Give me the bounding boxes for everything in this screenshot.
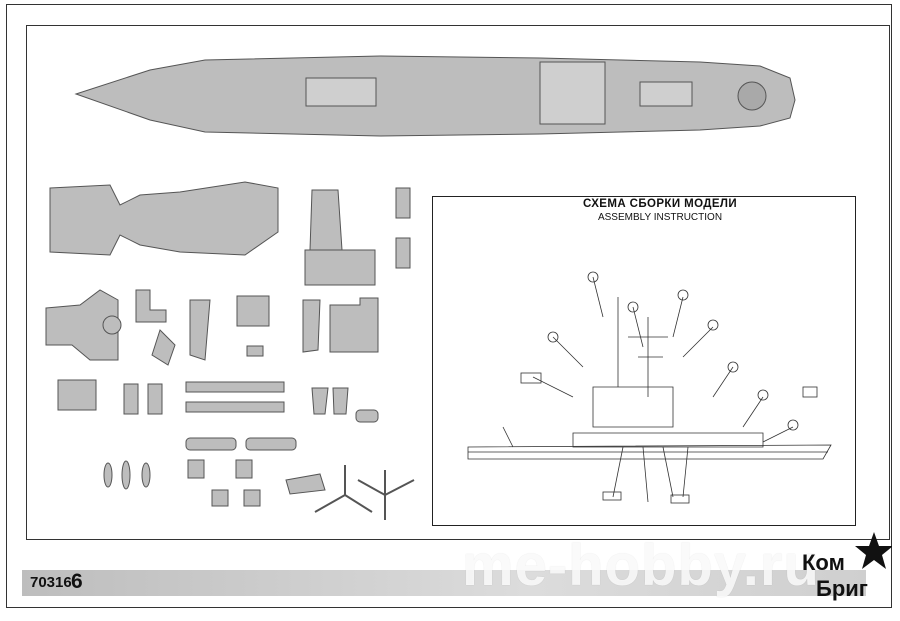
sprue-panel (26, 25, 890, 540)
exploded-part-11 (520, 372, 542, 384)
logo-line1: Ком (802, 550, 845, 575)
exploded-part-5 (727, 361, 739, 373)
rotor-part-2 (357, 470, 415, 520)
boat-part-2 (245, 437, 297, 451)
exploded-part-2 (627, 301, 639, 313)
small-part-a (57, 379, 97, 411)
fin-part (189, 299, 211, 361)
small-part-b (123, 383, 139, 415)
torpedo-part-1 (103, 462, 113, 488)
hull-deck-part (74, 55, 796, 137)
exploded-part-9 (602, 491, 622, 501)
instruction-sheet (6, 4, 892, 608)
torpedo-part-3 (141, 462, 151, 488)
assembly-drawing (467, 271, 832, 504)
deck-plate-1 (49, 181, 279, 256)
assembly-diagram-frame (432, 196, 856, 526)
small-box-part (246, 345, 264, 357)
rotor-part-1 (314, 465, 373, 513)
teardrop-part (151, 329, 176, 366)
mast-part (309, 189, 343, 251)
bow-turret-ring (737, 81, 767, 111)
mast-outline (628, 317, 668, 397)
superstructure-outline (572, 432, 764, 448)
exploded-part-4 (707, 319, 719, 331)
exploded-part-3 (677, 289, 689, 301)
director-part (329, 297, 379, 353)
gun-part-3 (211, 489, 229, 507)
exploded-part-1 (587, 271, 599, 283)
exploded-part-10 (670, 494, 690, 504)
deck-superstructure-2 (539, 61, 606, 125)
bridge-tower-part (304, 249, 376, 286)
vent-part-2 (332, 387, 349, 415)
small-part-f (355, 409, 379, 423)
gun-part-1 (187, 459, 205, 479)
box-part (236, 295, 270, 327)
grille-part-2 (395, 237, 411, 269)
kit-number: 70316 (30, 574, 72, 591)
torpedo-part-2 (121, 460, 131, 490)
assembly-title-english: ASSEMBLY INSTRUCTION (597, 212, 723, 223)
hull-side-view (467, 444, 832, 460)
helicopter-part (285, 473, 326, 495)
exploded-part-12 (802, 386, 818, 398)
exploded-part-6 (547, 331, 559, 343)
small-part-c (147, 383, 163, 415)
hangar-part (45, 289, 119, 361)
small-part-e (185, 401, 285, 413)
bridge-outline (592, 386, 674, 428)
deck-superstructure-3 (639, 81, 693, 107)
exploded-part-8 (787, 419, 799, 431)
star-icon (855, 532, 892, 569)
vent-part (311, 387, 329, 415)
logo-line2: Бриг (816, 576, 868, 601)
kombrig-logo: Ком Бриг (802, 532, 892, 601)
small-part-d (185, 381, 285, 393)
leader-lines (502, 276, 794, 503)
gun-part-2 (235, 459, 253, 479)
exploded-part-7 (757, 389, 769, 401)
page-number: 6 (71, 570, 83, 593)
bracket-part (135, 289, 167, 323)
assembly-title-russian: СХЕМА СБОРКИ МОДЕЛИ (576, 198, 744, 210)
grille-part-1 (395, 187, 411, 219)
boat-part-1 (185, 437, 237, 451)
deck-superstructure-1 (305, 77, 377, 107)
round-part-1 (102, 315, 122, 335)
shield-part (302, 299, 321, 353)
gun-part-4 (243, 489, 261, 507)
footer-bar (22, 570, 866, 596)
watermark: me-hobby.ru (462, 533, 820, 598)
